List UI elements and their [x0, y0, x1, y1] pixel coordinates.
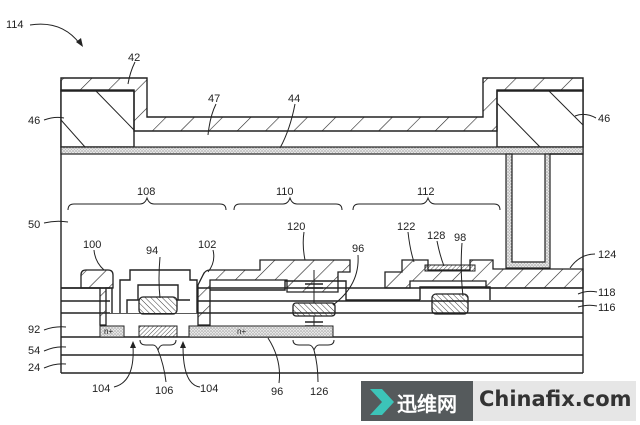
label-122: 122 — [397, 221, 415, 233]
label-96-bottom: 96 — [271, 386, 283, 398]
label-106: 106 — [155, 385, 173, 397]
layer-44 — [60, 146, 584, 155]
leader-120 — [302, 231, 306, 261]
insulator-step — [126, 284, 190, 313]
label-126: 126 — [310, 386, 328, 398]
n-plus-region-left — [99, 325, 125, 338]
n-plus-label-right: n+ — [237, 327, 246, 336]
channel-106 — [138, 325, 178, 338]
spacer-46-left — [60, 89, 135, 148]
leader-96-top — [332, 254, 359, 306]
leader-104-left — [113, 345, 134, 388]
leader-128 — [436, 240, 445, 267]
label-100: 100 — [83, 239, 101, 251]
leader-44 — [279, 103, 296, 149]
leader-54 — [43, 346, 67, 352]
spacer-46-right — [496, 89, 584, 148]
leader-98 — [460, 242, 464, 297]
cover-layer-42 — [60, 77, 584, 132]
brace-112 — [352, 196, 501, 211]
spacer-hatch — [94, 89, 135, 131]
brace-110 — [233, 196, 343, 211]
leader-50 — [43, 220, 69, 224]
label-110: 110 — [276, 186, 294, 198]
label-46-right: 46 — [598, 113, 610, 125]
leader-102 — [207, 249, 215, 273]
watermark-text-block: Chinafix.com — [473, 381, 636, 421]
insulator-outline — [119, 269, 198, 313]
label-44: 44 — [288, 93, 300, 105]
arrowhead-icon — [130, 341, 136, 348]
leader-100 — [93, 249, 105, 271]
tft-insulator-outline — [419, 286, 491, 300]
leader-96-bottom — [267, 337, 280, 384]
n-plus-label-left: n+ — [104, 327, 113, 336]
label-54: 54 — [28, 345, 40, 357]
layer-128 — [424, 264, 476, 272]
via-column — [505, 153, 551, 269]
label-46-left: 46 — [28, 115, 40, 127]
leader-126 — [313, 349, 319, 383]
label-92: 92 — [28, 324, 40, 336]
label-96-top: 96 — [352, 243, 364, 255]
watermark-chinese: 迅维网 — [397, 392, 457, 416]
brace-106 — [139, 339, 177, 352]
leader-42 — [127, 61, 136, 85]
figure-ref-arrow — [29, 23, 81, 45]
label-98: 98 — [454, 232, 466, 244]
label-94: 94 — [146, 245, 158, 257]
n-plus-region-96 — [188, 325, 334, 338]
label-47: 47 — [208, 93, 220, 105]
arrowhead-icon — [180, 341, 186, 348]
label-104-left: 104 — [92, 383, 110, 395]
leader-116 — [577, 304, 598, 308]
label-108: 108 — [137, 186, 155, 198]
brace-126 — [292, 339, 335, 352]
label-112: 112 — [417, 186, 435, 198]
leader-46-right — [574, 113, 597, 119]
label-50: 50 — [28, 219, 40, 231]
watermark-english: Chinafix.com — [479, 387, 632, 411]
label-24: 24 — [28, 362, 40, 374]
leader-124 — [569, 253, 596, 269]
label-102: 102 — [198, 239, 216, 251]
leader-122 — [407, 231, 415, 263]
leader-94 — [158, 256, 161, 299]
cap-insulator-outline — [210, 280, 420, 301]
source-contact-100 — [80, 269, 114, 326]
leader-24 — [43, 363, 67, 369]
gate-94 — [138, 296, 178, 315]
leader-118 — [577, 290, 598, 295]
spacer-hatch — [547, 89, 584, 126]
leader-46-left — [43, 116, 65, 121]
watermark-logo-block: 迅维网 — [361, 381, 473, 421]
spacer-hatch — [496, 102, 541, 148]
chevron-right-icon — [370, 389, 394, 415]
leader-47 — [207, 103, 217, 136]
leader-92 — [43, 326, 67, 331]
label-120: 120 — [287, 221, 305, 233]
arrowhead-icon — [76, 38, 83, 47]
label-124: 124 — [598, 249, 616, 261]
brace-108 — [67, 196, 227, 211]
label-42: 42 — [128, 52, 140, 64]
gate-98 — [431, 293, 469, 315]
label-116: 116 — [598, 302, 616, 314]
label-118: 118 — [598, 287, 616, 299]
spacer-hatch — [60, 119, 86, 148]
leader-106 — [157, 349, 167, 383]
capacitor-electrode-96 — [292, 302, 336, 317]
label-104-right: 104 — [200, 383, 218, 395]
leader-104-right — [182, 345, 201, 388]
electrode-122-124 — [384, 259, 584, 289]
figure-ref-label: 114 — [6, 19, 24, 31]
label-128: 128 — [427, 230, 445, 242]
